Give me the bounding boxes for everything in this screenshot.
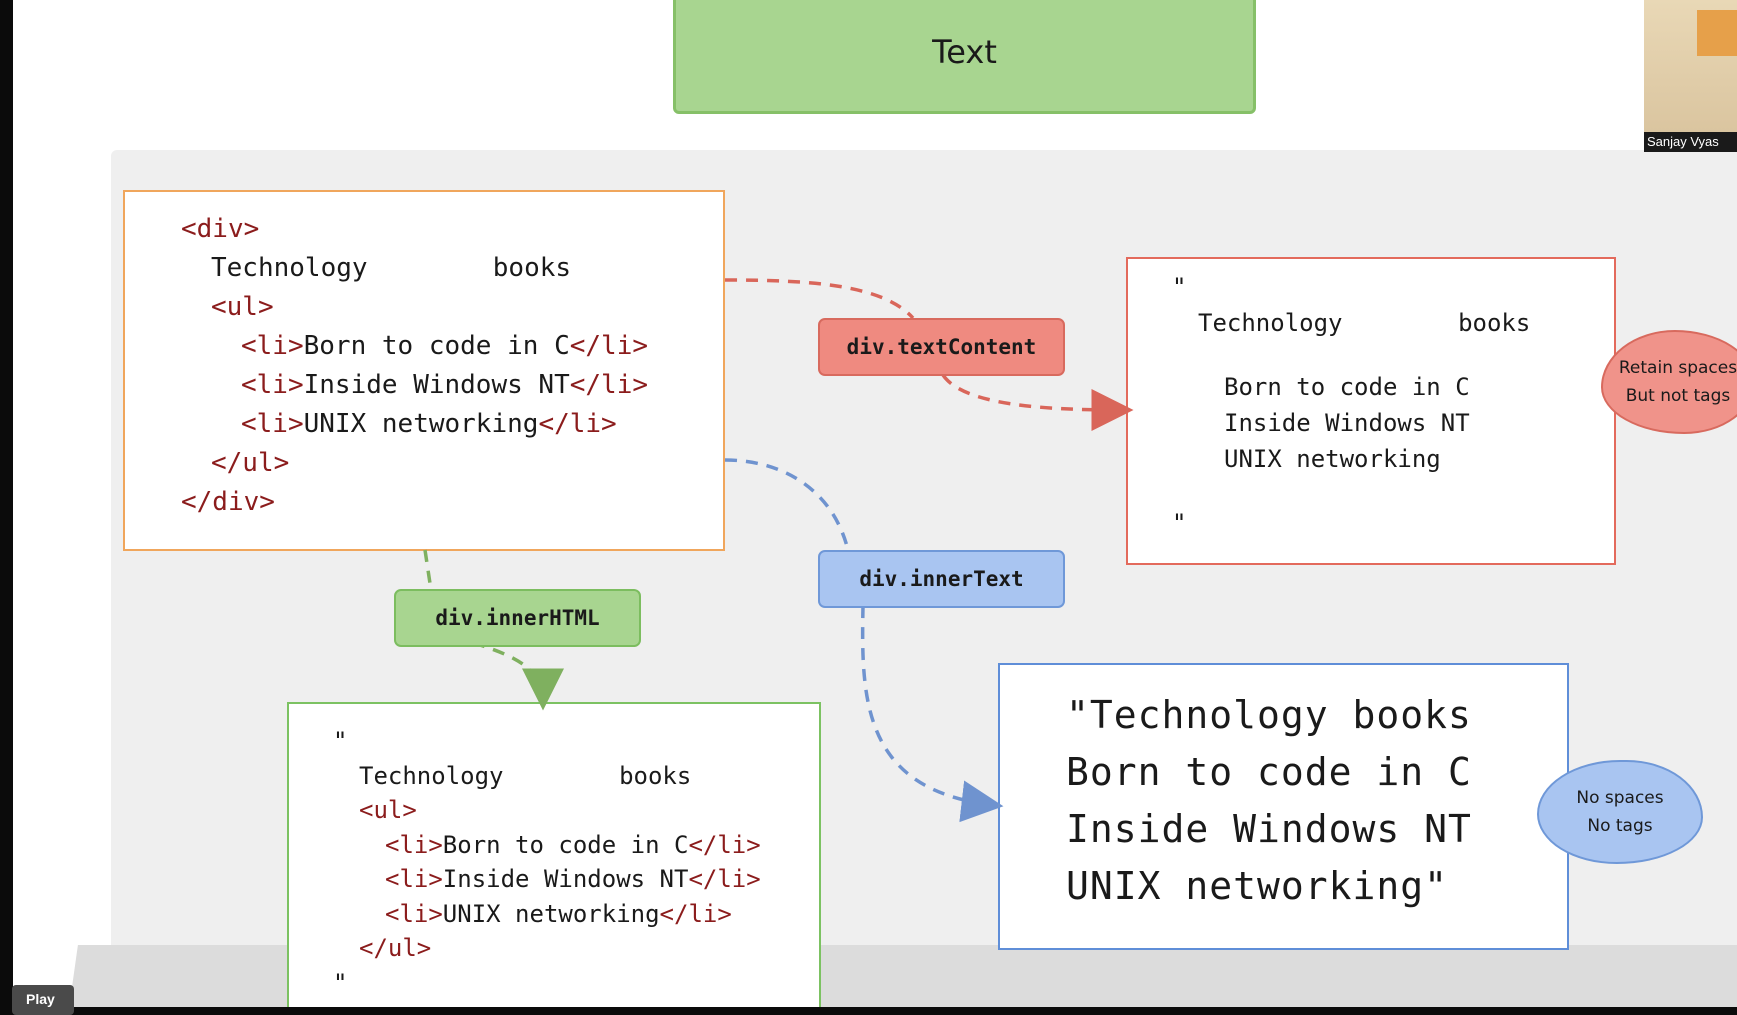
inner-html-lines: "Technology books<ul><li>Born to code in… bbox=[333, 724, 761, 1000]
src-line: </div> bbox=[181, 483, 648, 522]
src-line: <div> bbox=[181, 210, 648, 249]
html-line: <li>Inside Windows NT</li> bbox=[333, 862, 761, 897]
code-text: UNIX networking bbox=[303, 409, 539, 439]
no-spaces-cloud: No spaces No tags bbox=[1537, 760, 1703, 864]
cloud-line: No spaces bbox=[1576, 788, 1664, 808]
text-content-line: Technology books bbox=[1198, 309, 1531, 337]
src-line: </ul> bbox=[181, 444, 648, 483]
html-tag: <li> bbox=[385, 899, 443, 928]
html-tag: </li> bbox=[688, 830, 761, 859]
html-line: " bbox=[333, 724, 761, 759]
code-text: Technology books bbox=[359, 761, 692, 790]
code-text: " bbox=[333, 968, 348, 997]
code-text: UNIX networking bbox=[442, 899, 660, 928]
html-tag: <ul> bbox=[211, 292, 274, 322]
inner-html-output-box: "Technology books<ul><li>Born to code in… bbox=[287, 702, 821, 1007]
code-text: Born to code in C bbox=[303, 331, 570, 361]
html-line: <ul> bbox=[333, 793, 761, 828]
webcam-background-art bbox=[1697, 10, 1737, 56]
webcam-tile: Sanjay Vyas bbox=[1644, 0, 1737, 152]
html-tag: </li> bbox=[538, 409, 617, 439]
html-tag: </li> bbox=[569, 331, 649, 361]
code-text: Inside Windows NT bbox=[303, 370, 570, 400]
cloud-line: No tags bbox=[1587, 816, 1653, 836]
slide-frame: Text <div>Technology books<ul><li>Born t… bbox=[13, 0, 1737, 1007]
html-tag: </li> bbox=[688, 865, 761, 893]
src-line: <li>UNIX networking</li> bbox=[181, 405, 648, 444]
play-button[interactable]: Play bbox=[12, 985, 74, 1015]
retain-spaces-cloud: Retain spaces But not tags bbox=[1601, 330, 1737, 434]
html-tag: <li> bbox=[241, 331, 304, 361]
src-line: Technology books bbox=[181, 249, 648, 288]
html-line: <li>Born to code in C</li> bbox=[333, 828, 761, 863]
html-line: <li>UNIX networking</li> bbox=[333, 897, 761, 932]
html-line: " bbox=[333, 966, 761, 1001]
code-text: Born to code in C bbox=[442, 830, 689, 859]
text-content-label-text: div.textContent bbox=[846, 335, 1037, 359]
src-line: <ul> bbox=[181, 288, 648, 327]
inner-text-line: Inside Windows NT bbox=[1066, 807, 1472, 851]
html-tag: <li> bbox=[385, 865, 443, 893]
text-content-label: div.textContent bbox=[818, 318, 1065, 376]
html-line: </ul> bbox=[333, 931, 761, 966]
source-code-box: <div>Technology books<ul><li>Born to cod… bbox=[123, 190, 725, 551]
inner-text-label: div.innerText bbox=[818, 550, 1065, 608]
html-tag: </div> bbox=[181, 487, 275, 517]
text-content-line: " bbox=[1172, 273, 1187, 301]
cloud-line: Retain spaces bbox=[1618, 358, 1737, 378]
connector-arrows bbox=[423, 278, 1737, 1007]
html-line: Technology books bbox=[333, 759, 761, 794]
text-content-arrow bbox=[724, 278, 1123, 410]
inner-text-arrow bbox=[724, 458, 993, 805]
html-tag: </li> bbox=[659, 899, 732, 928]
src-line: <li>Inside Windows NT</li> bbox=[181, 366, 648, 405]
inner-html-arrow bbox=[423, 549, 543, 700]
inner-text-label-text: div.innerText bbox=[859, 567, 1024, 591]
text-content-line: " bbox=[1172, 509, 1187, 537]
src-line: <li>Born to code in C</li> bbox=[181, 327, 648, 366]
code-text: Inside Windows NT bbox=[442, 865, 689, 893]
code-text: " bbox=[333, 727, 348, 755]
html-tag: </ul> bbox=[211, 448, 290, 478]
html-tag: </ul> bbox=[359, 934, 432, 962]
inner-text-line: "Technology books bbox=[1066, 693, 1472, 737]
html-tag: <div> bbox=[181, 214, 260, 244]
inner-text-line: UNIX networking" bbox=[1066, 864, 1449, 908]
text-content-line: Born to code in C bbox=[1224, 373, 1470, 401]
code-text: Technology books bbox=[211, 253, 572, 283]
title-text: Text bbox=[932, 33, 997, 71]
inner-html-label: div.innerHTML bbox=[394, 589, 641, 647]
html-tag: <li> bbox=[241, 370, 304, 400]
html-tag: <li> bbox=[385, 830, 443, 859]
text-content-line: UNIX networking bbox=[1224, 445, 1441, 473]
source-code-lines: <div>Technology books<ul><li>Born to cod… bbox=[181, 210, 648, 522]
title-box: Text bbox=[673, 0, 1256, 114]
inner-text-line: Born to code in C bbox=[1066, 750, 1472, 794]
html-tag: <li> bbox=[241, 409, 304, 439]
text-content-line: Inside Windows NT bbox=[1224, 409, 1470, 437]
cloud-line: But not tags bbox=[1625, 386, 1731, 406]
html-tag: </li> bbox=[569, 370, 649, 400]
inner-html-label-text: div.innerHTML bbox=[435, 606, 600, 630]
webcam-name: Sanjay Vyas bbox=[1644, 132, 1737, 152]
html-tag: <ul> bbox=[359, 796, 417, 824]
